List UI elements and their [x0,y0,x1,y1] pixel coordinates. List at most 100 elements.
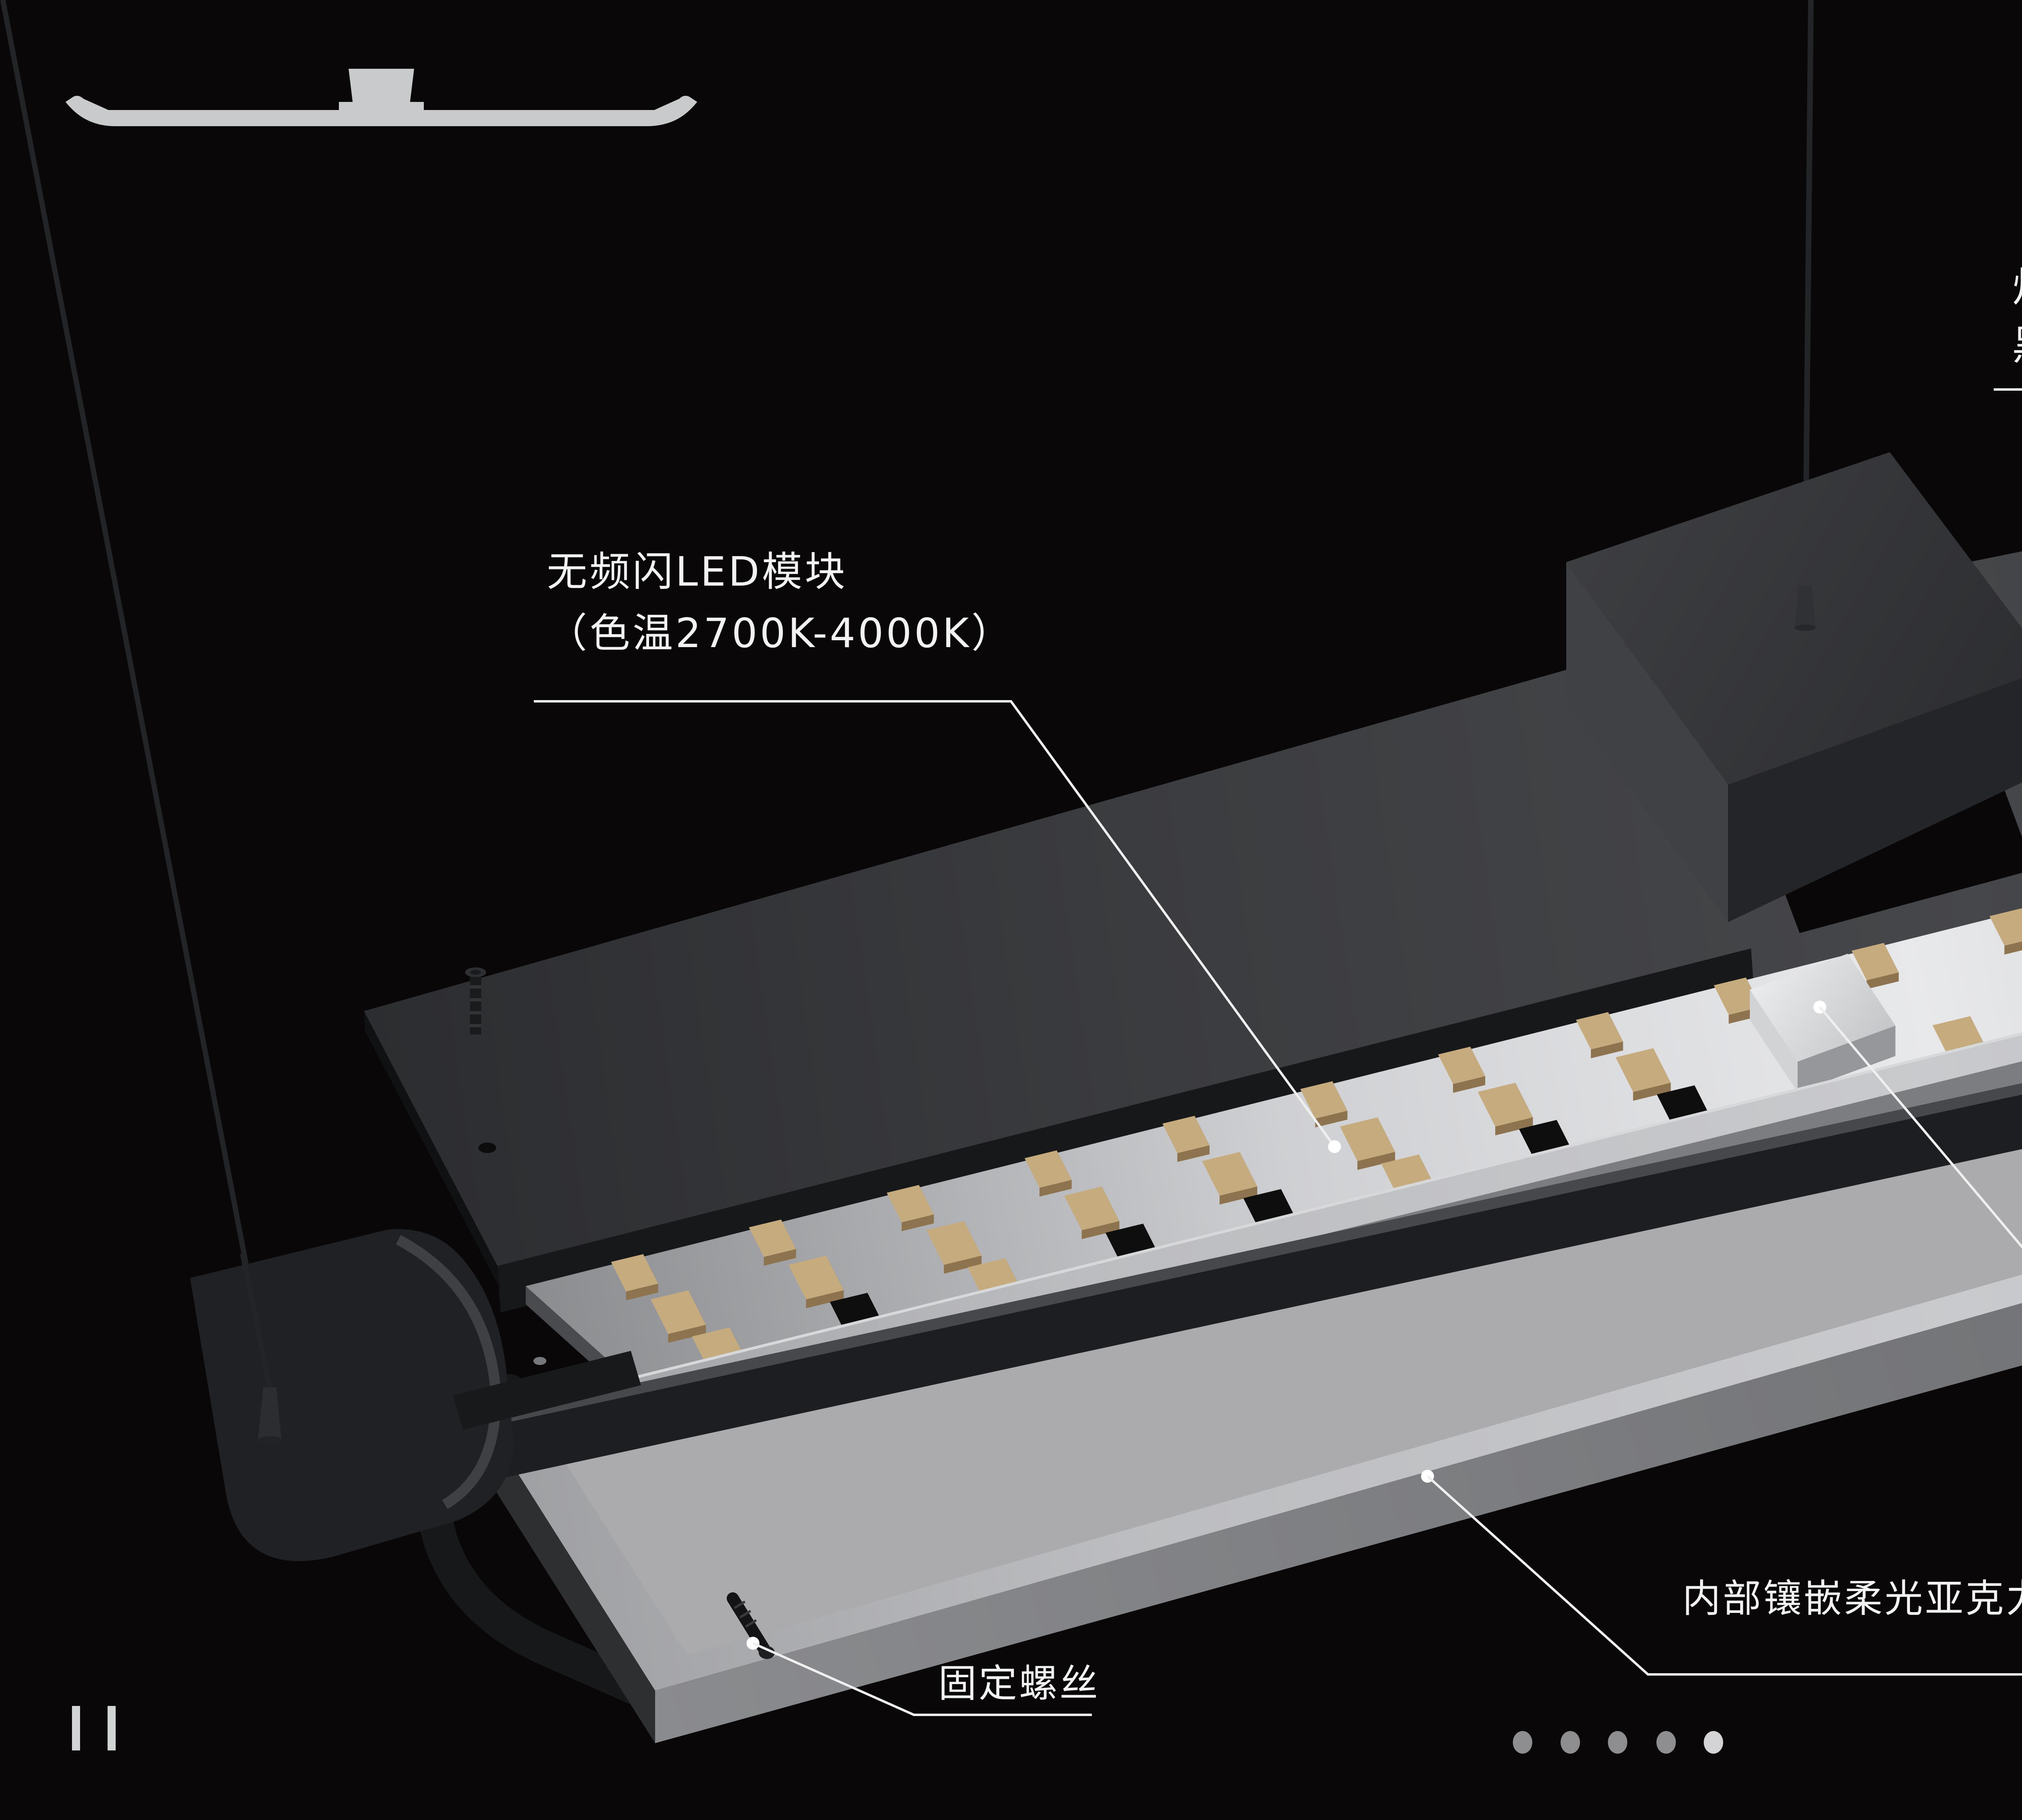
pcb-hole-left [533,1357,546,1365]
tray-left-face [481,1416,655,1743]
cable-cone-center-base [1795,624,1816,631]
frame-bottom-rail [477,1083,2022,1484]
led-chip [651,1290,706,1343]
pause-button[interactable] [72,1706,116,1750]
led-chip-front [1453,1076,1485,1093]
tray-back-rim-highlight [481,1032,2022,1417]
led-chip-front [1081,1221,1119,1239]
led-chip-top [611,1254,658,1292]
led-chip-top [1438,1046,1485,1084]
end-cap-lip [453,1351,641,1430]
led-chip-top [1300,1081,1347,1119]
led-chip [1438,1046,1485,1093]
annotation-screw-leader [752,1642,1092,1716]
led-chip-front [764,1249,796,1266]
annotation-shade: 灯罩主体 黑色哑光金属框架 [1994,264,2022,391]
led-chip [611,1254,658,1301]
led-chip-front [2004,941,2022,955]
led-chip-front [668,1325,706,1343]
rail-front-face [477,1094,2022,1484]
led-chip-top [1851,943,1899,980]
led-chip [788,1255,844,1308]
annotation-led-dot [1328,1140,1341,1153]
led-chip [1989,908,2022,955]
pause-icon [72,1706,80,1750]
led-chip-front [1315,1111,1347,1128]
led-chip [1478,1083,1533,1136]
end-cap-inner-curve [396,1235,501,1509]
led-chip [1162,1115,1210,1162]
pagination-dot-4[interactable] [1656,1731,1676,1754]
end-cap-body [190,1229,514,1561]
led-chip [1576,1012,1623,1058]
led-chip [886,1185,934,1232]
led-chip-top [1478,1083,1533,1127]
led-chip [1300,1081,1347,1128]
frame-hole-left [478,1143,496,1153]
suspension-cable-left [0,0,273,1388]
led-chip [1202,1152,1257,1205]
annotation-shade-line2: 黑色哑光金属框架 [2012,322,2022,369]
pagination-dot-1[interactable] [1513,1731,1532,1754]
annotation-shade-line1: 灯罩主体 [2012,264,2022,311]
led-chip [1024,1150,1072,1197]
canopy-box-right-face [1728,678,2022,922]
led-chip-array [611,908,2022,1380]
led-chip-top [1202,1152,1257,1196]
led-chip [1064,1186,1119,1239]
led-chip-top [788,1255,844,1299]
led-chip-front [901,1214,934,1232]
annotation-led-leader [534,700,1336,1147]
annotation-control-leader [1819,1006,2022,1249]
led-chip-top [1713,977,1761,1015]
led-chip-top [651,1290,706,1334]
annotation-led-line2: （色温2700K-4000K） [547,609,1014,657]
canopy-box-top [1566,452,2022,785]
led-chip-front [943,1255,982,1274]
rail-top-sliver [477,1083,2022,1429]
led-chip-front [1039,1180,1072,1197]
led-chip-front [1219,1186,1257,1205]
led-chip-top [1989,908,2022,946]
annotation-screw: 固定螺丝 [747,1637,1100,1716]
pagination-dot-3[interactable] [1608,1731,1627,1754]
led-chip [1616,1048,1671,1101]
led-chip-top [1064,1186,1119,1230]
pendant-lamp-logo-icon [66,69,697,126]
canopy-box-left-face [1566,562,1728,922]
led-chip-top [1616,1048,1671,1092]
pause-icon [108,1706,116,1750]
led-chip-top [749,1219,796,1257]
frame-left-end-cap [190,1229,641,1561]
led-chip-front [1357,1152,1395,1170]
led-chip-top [926,1221,982,1265]
led-chip [1340,1117,1395,1170]
cable-left-over-cap [240,1253,273,1388]
led-chip-top [1340,1117,1395,1161]
pagination [1513,1731,1723,1754]
cable-cone-left-base [258,1436,281,1443]
led-chip [1851,943,1899,989]
pagination-dot-5-active[interactable] [1704,1731,1723,1754]
led-chip [749,1219,796,1266]
led-chip-top [1162,1115,1210,1153]
annotation-led: 无频闪LED模块 （色温2700K-4000K） [534,548,1341,1153]
brand-logo [66,69,697,126]
cable-cone-left [258,1387,281,1440]
annotation-control: 控制亮度和色温 [1813,1001,2022,1249]
led-chip-front [1495,1117,1533,1136]
cable-cone-center [1795,586,1816,628]
tray-front-face [655,1303,2022,1743]
led-chip-top [1576,1012,1623,1050]
led-chip-front [1866,972,1899,989]
annotation-screw-text: 固定螺丝 [938,1661,1100,1706]
frame-screw-left [465,967,486,1035]
pagination-dot-2[interactable] [1561,1731,1580,1754]
annotation-acrylic: 内部镶嵌柔光亚克力板，均匀散射光线 [1421,1470,2022,1676]
fixing-screw-left [727,1592,775,1659]
led-chip-front [1591,1041,1623,1058]
led-chip [926,1221,982,1274]
led-chip-front [806,1290,844,1308]
led-chip-front [626,1283,658,1301]
